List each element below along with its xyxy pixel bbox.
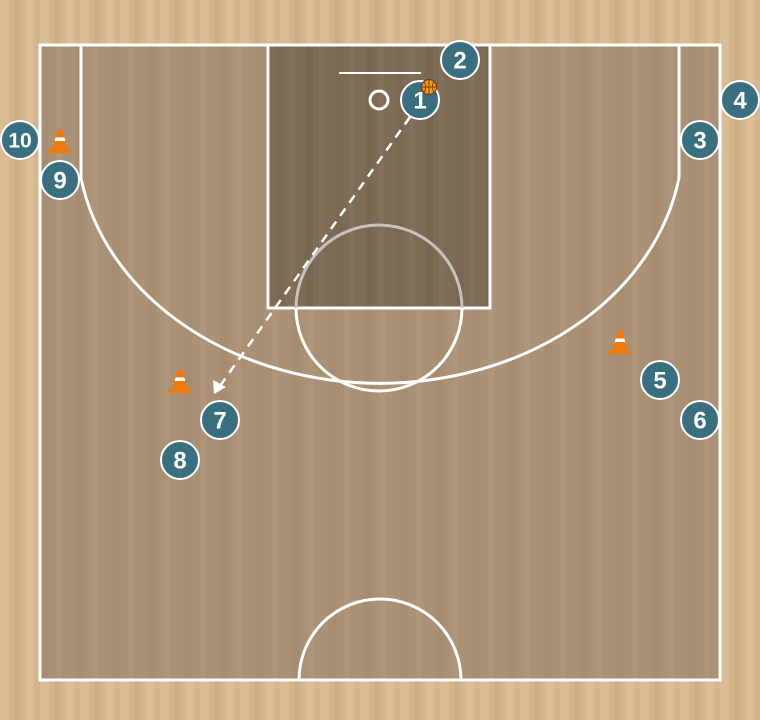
free-throw-circle-lower	[294, 307, 464, 393]
player-label: 2	[453, 48, 466, 75]
player-label: 9	[53, 168, 66, 195]
pass-line	[218, 116, 412, 387]
traffic-cone-icon	[608, 330, 632, 354]
traffic-cone-icon	[48, 129, 72, 153]
player-8[interactable]: 8	[160, 440, 200, 480]
player-label: 5	[653, 368, 666, 395]
player-label: 10	[8, 130, 31, 153]
player-2[interactable]: 2	[440, 40, 480, 80]
traffic-cone-icon	[168, 369, 192, 393]
free-throw-circle-upper	[294, 223, 464, 309]
player-5[interactable]: 5	[640, 360, 680, 400]
center-circle	[297, 597, 463, 681]
player-label: 3	[693, 128, 706, 155]
pass-arrowhead-icon	[213, 380, 226, 394]
three-point-line	[79, 45, 681, 385]
player-9[interactable]: 9	[40, 160, 80, 200]
player-10[interactable]: 10	[0, 120, 40, 160]
player-3[interactable]: 3	[680, 120, 720, 160]
player-6[interactable]: 6	[680, 400, 720, 440]
basketball-icon	[420, 78, 438, 96]
paint-area	[266, 43, 492, 310]
player-label: 1	[413, 88, 426, 115]
player-label: 4	[733, 88, 747, 115]
player-7[interactable]: 7	[200, 400, 240, 440]
rim	[368, 89, 390, 111]
court-boundary	[38, 43, 722, 682]
player-label: 6	[693, 408, 706, 435]
player-4[interactable]: 4	[720, 80, 760, 120]
player-label: 8	[173, 448, 186, 475]
player-label: 7	[213, 408, 226, 435]
